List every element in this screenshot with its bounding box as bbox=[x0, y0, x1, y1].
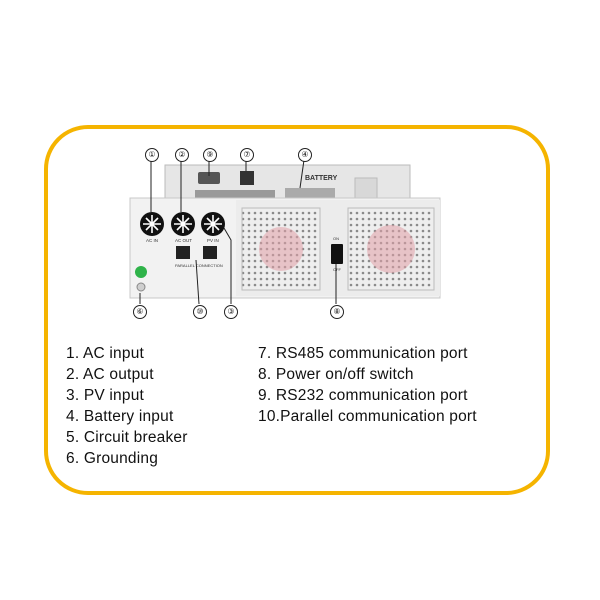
fan-left bbox=[259, 227, 303, 271]
ac-in-connector bbox=[140, 212, 164, 236]
rs485-port bbox=[240, 171, 254, 185]
fan-right bbox=[367, 225, 415, 273]
callout-8: ⑧ bbox=[330, 305, 344, 319]
pv-in-connector bbox=[201, 212, 225, 236]
battery-label: BATTERY bbox=[305, 175, 338, 182]
callout-4: ④ bbox=[298, 148, 312, 162]
rs232-port bbox=[198, 172, 220, 184]
side-bracket bbox=[354, 177, 378, 201]
parallel-port-2 bbox=[203, 246, 217, 259]
callout-2: ② bbox=[175, 148, 189, 162]
terminal-strip bbox=[195, 190, 275, 200]
pv-in-label: PV IN bbox=[207, 238, 219, 243]
callout-1: ① bbox=[145, 148, 159, 162]
callout-7: ⑦ bbox=[240, 148, 254, 162]
legend-item-power-switch: 8. Power on/off switch bbox=[258, 366, 414, 383]
callout-3: ③ bbox=[224, 305, 238, 319]
legend-item-parallel: 10.Parallel communication port bbox=[258, 408, 477, 425]
legend-item-ac-input: 1. AC input bbox=[66, 345, 145, 362]
parallel-label: PARALLEL CONNECTION bbox=[175, 263, 223, 268]
switch-on-label: ON bbox=[333, 236, 339, 241]
battery-terminal bbox=[285, 188, 335, 200]
legend-item-grounding: 6. Grounding bbox=[66, 450, 159, 467]
legend-item-ac-output: 2. AC output bbox=[66, 366, 154, 383]
parallel-port-1 bbox=[176, 246, 190, 259]
switch-off-label: OFF bbox=[333, 267, 342, 272]
leader-lines bbox=[139, 159, 337, 305]
legend-item-rs232: 9. RS232 communication port bbox=[258, 387, 468, 404]
legend-left: 1. AC input 2. AC output 3. PV input 4. … bbox=[66, 343, 188, 469]
legend-item-battery-input: 4. Battery input bbox=[66, 408, 174, 425]
callout-10: ⑩ bbox=[193, 305, 207, 319]
ac-out-label: AC OUT bbox=[175, 238, 192, 243]
legend-item-pv-input: 3. PV input bbox=[66, 387, 145, 404]
ground-indicator bbox=[135, 266, 147, 278]
callout-9: ⑨ bbox=[203, 148, 217, 162]
ac-in-label: AC IN bbox=[146, 238, 158, 243]
callout-6: ⑥ bbox=[133, 305, 147, 319]
legend-right: 7. RS485 communication port 8. Power on/… bbox=[258, 343, 477, 427]
ac-out-connector bbox=[171, 212, 195, 236]
legend-item-circuit-breaker: 5. Circuit breaker bbox=[66, 429, 188, 446]
legend-item-rs485: 7. RS485 communication port bbox=[258, 345, 468, 362]
ground-screw bbox=[136, 282, 146, 292]
power-switch bbox=[331, 244, 343, 264]
